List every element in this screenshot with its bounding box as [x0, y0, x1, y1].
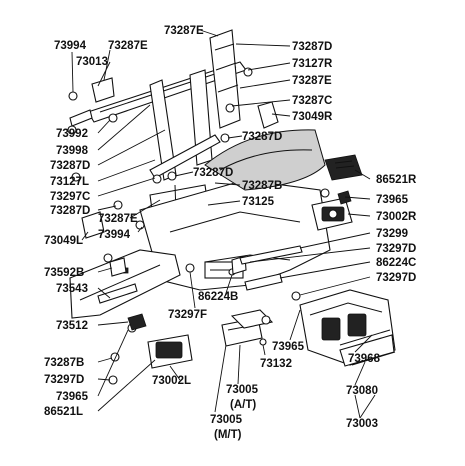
label-73994-lower: 73994 — [98, 229, 131, 241]
label-73080: 73080 — [346, 385, 378, 397]
label-73297D-right-1: 73297D — [376, 243, 416, 255]
left-vent-73002L — [147, 334, 193, 369]
label-73287D-left-2: 73287D — [50, 205, 90, 217]
part-labels: 73287E 73994 73287E 73287D 73013 73127R … — [44, 25, 417, 441]
label-73287E-right: 73287E — [292, 75, 332, 87]
label-73512: 73512 — [56, 320, 88, 332]
label-73049L: 73049L — [44, 235, 83, 247]
label-73002R: 73002R — [376, 211, 417, 223]
label-73287D-mid-right: 73287D — [242, 131, 282, 143]
label-73965-left: 73965 — [56, 391, 89, 403]
label-86521L: 86521L — [44, 406, 83, 418]
label-73992: 73992 — [56, 128, 88, 140]
label-73299: 73299 — [376, 228, 408, 240]
label-73287D-left-1: 73287D — [50, 160, 90, 172]
label-73127R: 73127R — [292, 58, 333, 70]
label-73002L: 73002L — [152, 375, 191, 387]
label-73287C: 73287C — [292, 95, 332, 107]
right-vent-73002R — [311, 197, 353, 231]
label-73287D-top-right: 73287D — [292, 41, 332, 53]
label-73297D-left: 73297D — [44, 374, 84, 386]
label-73998: 73998 — [56, 145, 89, 157]
shift-console-pieces — [221, 309, 274, 347]
label-at-suffix: (A/T) — [230, 399, 256, 411]
label-73049R: 73049R — [292, 111, 333, 123]
label-73127L: 73127L — [50, 176, 89, 188]
label-73125: 73125 — [242, 196, 275, 208]
leader-lines — [71, 29, 376, 419]
label-73287B-left: 73287B — [44, 357, 84, 369]
label-73965-center: 73965 — [272, 341, 305, 353]
center-vent-assembly — [299, 289, 396, 367]
label-73287E-upper-left: 73287E — [108, 40, 148, 52]
label-73003: 73003 — [346, 418, 378, 430]
label-73994-top: 73994 — [54, 40, 87, 52]
dash-top-panel — [204, 129, 326, 191]
label-73287E-top: 73287E — [164, 25, 204, 37]
label-73297D-right-2: 73297D — [376, 272, 416, 284]
label-86224B: 86224B — [198, 291, 238, 303]
label-73005-at: 73005 — [226, 384, 259, 396]
label-73287D-center: 73287D — [193, 167, 233, 179]
label-73287B-center: 73287B — [242, 180, 282, 192]
label-73297F: 73297F — [168, 309, 207, 321]
label-73965-right: 73965 — [376, 194, 409, 206]
label-73005-mt: 73005 — [210, 414, 243, 426]
label-73013: 73013 — [76, 56, 108, 68]
label-86521R: 86521R — [376, 174, 417, 186]
label-73297C: 73297C — [50, 191, 90, 203]
label-73592B: 73592B — [44, 267, 84, 279]
label-86224C: 86224C — [376, 257, 416, 269]
right-vent-upper — [324, 154, 363, 181]
label-mt-suffix: (M/T) — [214, 429, 242, 441]
label-73968: 73968 — [348, 353, 381, 365]
label-73132: 73132 — [260, 358, 292, 370]
label-73287E-lower: 73287E — [98, 213, 138, 225]
label-73543: 73543 — [56, 283, 88, 295]
